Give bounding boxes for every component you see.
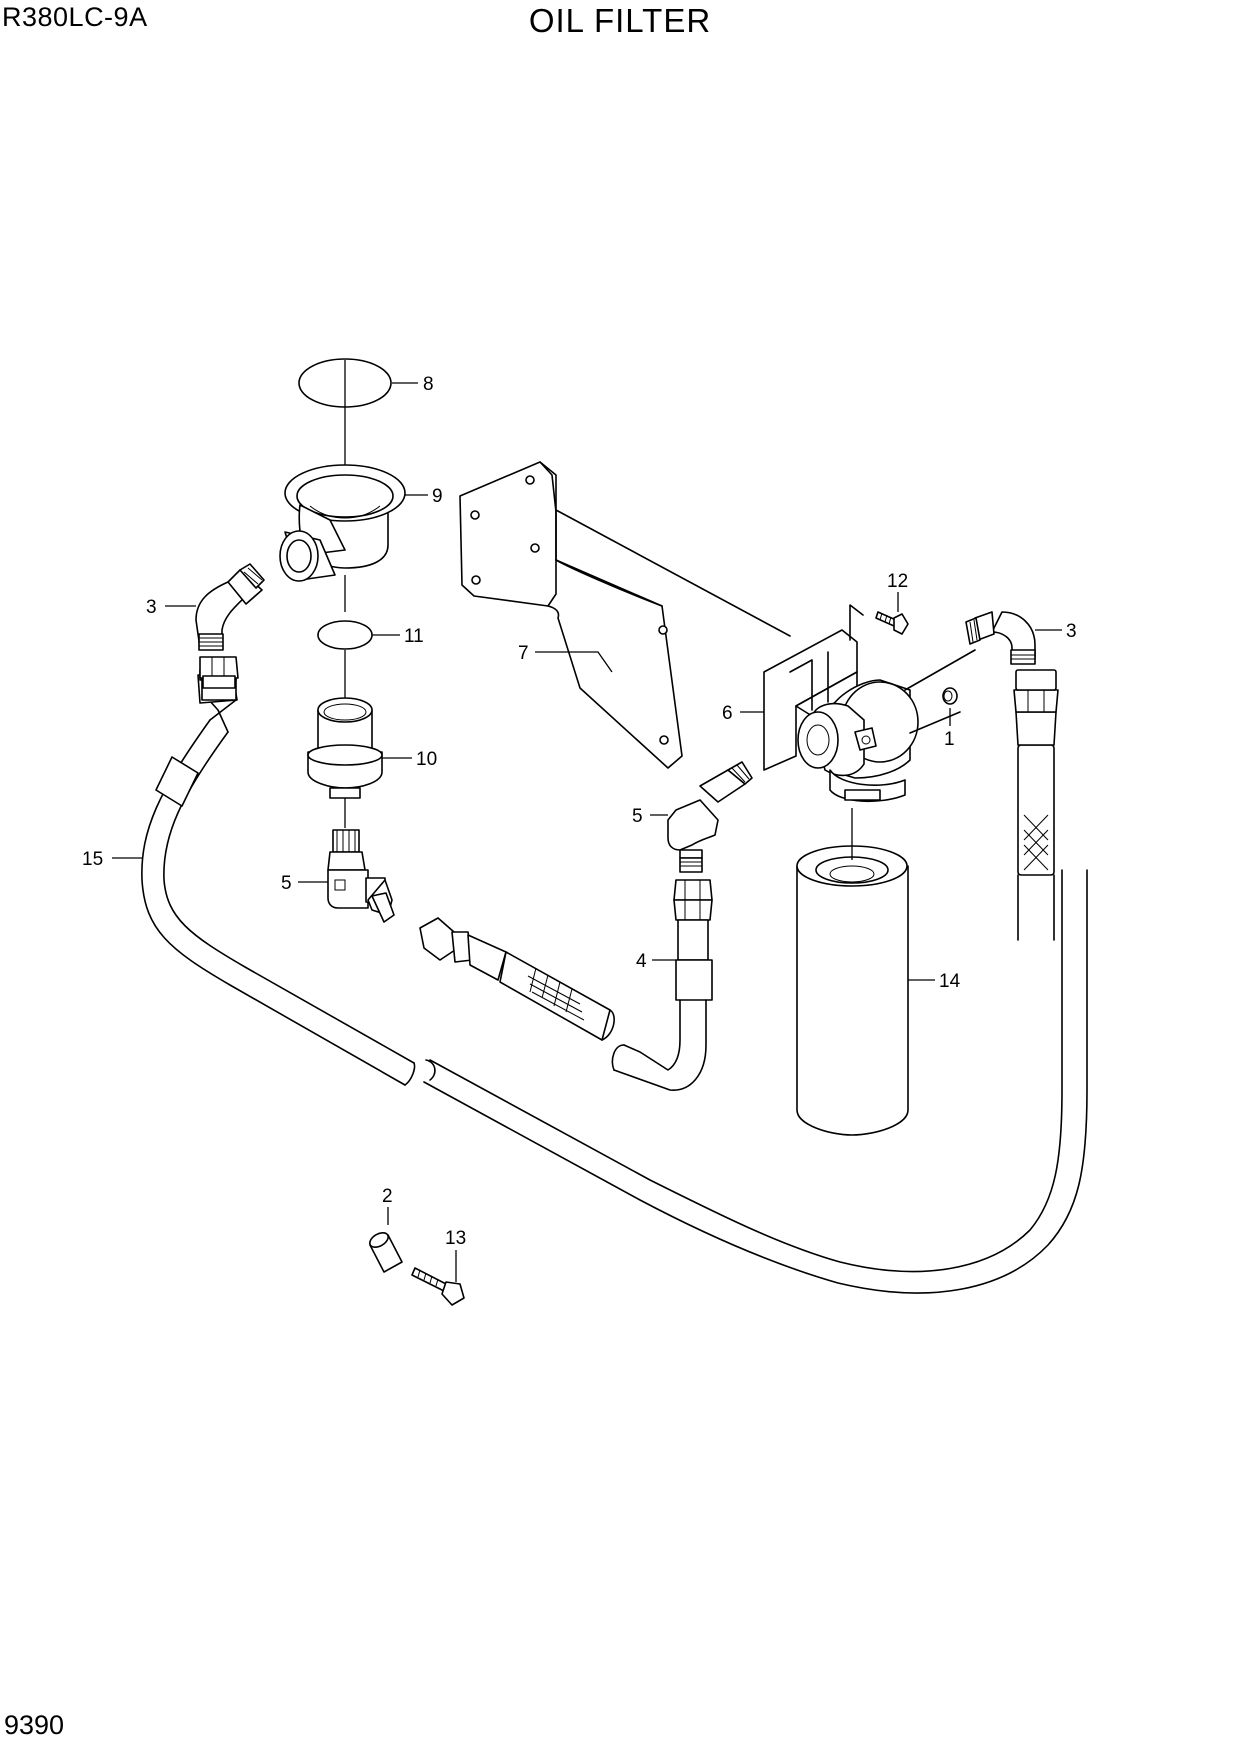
callout-5-center: 5: [632, 806, 643, 827]
elbow-fitting-5-center[interactable]: [667, 761, 753, 873]
bolt-13[interactable]: [411, 1267, 465, 1306]
hose-4-braided-section[interactable]: [419, 917, 615, 1041]
hose-15-lower[interactable]: [423, 869, 1088, 1294]
filter-head-9[interactable]: [279, 464, 406, 582]
callout-9: 9: [432, 486, 443, 507]
filter-head-6[interactable]: [763, 604, 976, 803]
hose-4[interactable]: [611, 879, 713, 1091]
callout-3-left: 3: [146, 597, 157, 618]
callout-7: 7: [518, 643, 529, 664]
callout-11: 11: [404, 626, 424, 647]
filter-element-14[interactable]: [796, 845, 909, 1136]
callout-1: 1: [944, 729, 955, 750]
callout-12: 12: [887, 571, 908, 592]
model-number: R380LC-9A: [2, 2, 148, 32]
callout-14: 14: [939, 971, 961, 992]
callout-3-right: 3: [1066, 621, 1077, 642]
elbow-fitting-3-left[interactable]: [195, 563, 265, 651]
callout-2: 2: [382, 1186, 393, 1207]
callout-5-left: 5: [281, 873, 292, 894]
elbow-fitting-5-left[interactable]: [327, 829, 395, 923]
plug-1[interactable]: [942, 687, 958, 705]
hose-right[interactable]: [1013, 669, 1059, 941]
bolt-12[interactable]: [875, 611, 909, 635]
o-ring-11[interactable]: [317, 620, 373, 650]
sleeve-2[interactable]: [367, 1230, 403, 1273]
callout-6: 6: [722, 703, 733, 724]
page-title: OIL FILTER: [528, 2, 712, 39]
adapter-10[interactable]: [307, 697, 383, 799]
callout-15: 15: [82, 849, 103, 870]
callout-10: 10: [416, 749, 437, 770]
callout-8: 8: [423, 374, 434, 395]
page-number: 9390: [4, 1710, 65, 1740]
fitting-top-hose-15[interactable]: [199, 656, 239, 701]
callout-4: 4: [636, 951, 647, 972]
callout-13: 13: [445, 1228, 466, 1249]
elbow-fitting-3-right[interactable]: [965, 611, 1036, 665]
bracket-7[interactable]: [459, 461, 791, 769]
